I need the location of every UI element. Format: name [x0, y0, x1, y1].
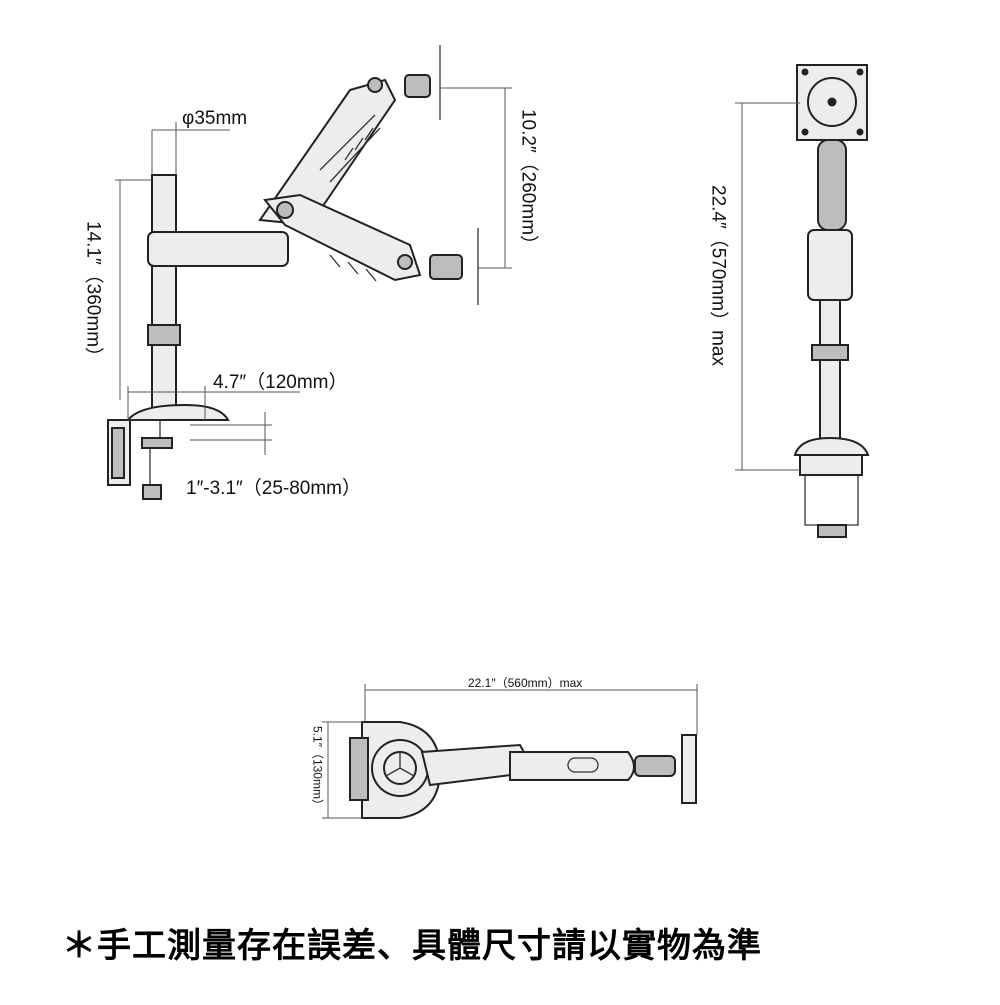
clamp-range-label: 1″-3.1″（25-80mm） [186, 478, 362, 499]
joint [367, 77, 383, 93]
pole-height-label: 14.1″（360mm） [82, 220, 104, 367]
tilt-joint [817, 139, 847, 231]
tilt-head-top [404, 74, 431, 98]
top-upper-arm [509, 751, 635, 781]
front-base [793, 436, 870, 456]
front-pole [819, 299, 841, 441]
clamp-knob [142, 484, 162, 500]
joint [397, 254, 413, 270]
disclaimer-note: ＊手工測量存在誤差、具體尺寸請以實物為準 [62, 926, 762, 966]
base-plate [125, 403, 230, 421]
joint [276, 201, 294, 219]
max-reach-label: 22.1″（560mm）max [468, 676, 583, 690]
front-clamp-knob [817, 524, 847, 538]
pole-collar [147, 324, 181, 346]
clamp-jaw [130, 419, 161, 485]
top-clamp [349, 737, 369, 801]
clamp-plate [141, 437, 173, 449]
depth-label: 5.1″（130mm） [310, 726, 325, 811]
front-view [735, 64, 870, 538]
front-clamp-top [799, 454, 863, 476]
top-slot [567, 757, 599, 773]
arm-body [807, 229, 853, 301]
max-height-label: 22.4″（570mm）max [707, 185, 729, 366]
lower-arm [147, 231, 289, 267]
front-collar [811, 344, 849, 361]
gas-spring-arm [263, 193, 422, 282]
pole-diameter-label: φ35mm [182, 108, 248, 129]
top-view [322, 684, 698, 819]
top-vesa-plate [681, 734, 697, 804]
pole [151, 174, 177, 411]
arm-range-label: 10.2″（260mm） [517, 108, 539, 255]
clamp-pad [111, 427, 125, 479]
tilt-head-bottom [429, 254, 463, 280]
side-view [107, 45, 512, 500]
front-clamp [804, 475, 859, 526]
clamp-offset-label: 4.7″（120mm） [213, 372, 348, 393]
top-tilt-head [634, 755, 676, 777]
